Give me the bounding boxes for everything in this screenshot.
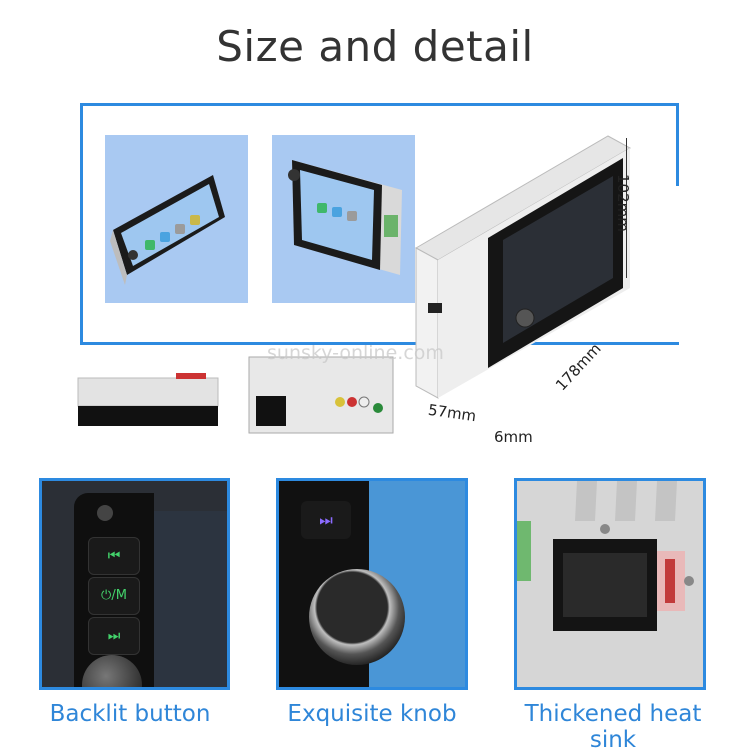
thickness-dimension-label: 6mm bbox=[494, 428, 533, 446]
knob-caption: Exquisite knob bbox=[287, 701, 457, 727]
prev-button[interactable]: ⏮ bbox=[88, 537, 140, 575]
rear-view-photo bbox=[248, 356, 394, 434]
backlit-button-caption: Backlit button bbox=[49, 701, 211, 727]
car-stereo-illustration bbox=[110, 175, 225, 285]
rear-panel-illustration bbox=[248, 356, 394, 434]
page-title: Size and detail bbox=[216, 22, 534, 71]
screen-edge bbox=[154, 511, 227, 687]
next-button[interactable]: ⏭ bbox=[88, 617, 140, 655]
product-photo-angle-right bbox=[272, 135, 415, 303]
size-section-frame-edge bbox=[676, 103, 679, 186]
heatsink-caption: Thickened heat sink bbox=[524, 701, 702, 753]
heatsink-illustration bbox=[517, 481, 703, 687]
size-section-frame bbox=[80, 103, 679, 345]
side-view-illustration bbox=[77, 373, 219, 426]
side-view-photo bbox=[76, 370, 220, 430]
microphone-icon bbox=[97, 505, 113, 521]
knob-detail: ⏭ bbox=[276, 478, 468, 690]
car-stereo-3d-view bbox=[414, 135, 632, 399]
watermark: sunsky-online.com bbox=[267, 342, 444, 364]
dimension-diagram bbox=[408, 128, 640, 408]
car-stereo-illustration bbox=[288, 160, 402, 275]
height-dimension-label: 102mm bbox=[614, 174, 632, 232]
backlit-button-detail: ⏮ ⏻/M ⏭ bbox=[39, 478, 230, 690]
skip-button[interactable]: ⏭ bbox=[301, 501, 351, 539]
heatsink-detail bbox=[514, 478, 706, 690]
rotary-knob[interactable] bbox=[309, 569, 405, 665]
product-photo-angle-left bbox=[105, 135, 248, 303]
height-dimension-line bbox=[626, 138, 628, 278]
power-mute-button[interactable]: ⏻/M bbox=[88, 577, 140, 615]
